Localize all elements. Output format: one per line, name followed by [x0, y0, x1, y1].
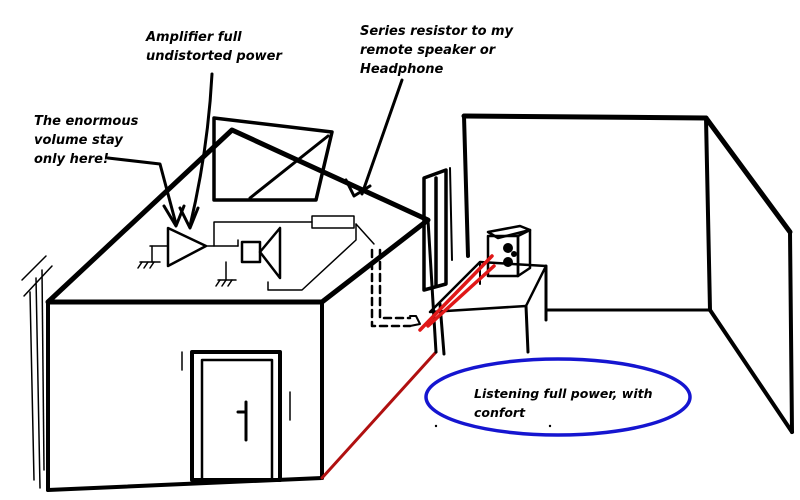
annotation-arrows — [106, 72, 404, 230]
small-room-side-bottom-edge — [320, 350, 438, 480]
series-resistor — [311, 215, 355, 229]
door-frame-outer — [190, 350, 282, 482]
door-frame-inner — [200, 358, 274, 482]
series-resistor-label: Series resistor to my remote speaker or … — [360, 24, 514, 77]
dashed-cable — [370, 248, 412, 328]
enormous-volume-label: The enormous volume stay only here! — [34, 114, 139, 167]
amplifier-wiring — [213, 221, 375, 291]
enormous-volume-arrow — [106, 156, 178, 226]
listening-label: Listening full power, with confort — [474, 386, 653, 420]
small-room-side-top-edge — [426, 218, 438, 354]
small-room — [21, 127, 438, 492]
interior-wall — [212, 116, 334, 202]
red-cables — [418, 254, 496, 332]
series-resistor-arrow — [360, 78, 404, 196]
amplifier-label: Amplifier full undistorted power — [146, 30, 282, 64]
speaker-symbol — [215, 226, 282, 287]
amplifier-arrow — [188, 72, 214, 228]
window — [422, 167, 453, 292]
large-room — [461, 113, 794, 434]
door — [181, 350, 291, 482]
remote-speaker — [486, 224, 532, 278]
left-wall-shading — [21, 255, 53, 489]
amplifier-symbol — [137, 226, 239, 269]
headphone-jack — [409, 315, 421, 327]
listening-zone-ellipse — [424, 357, 692, 437]
